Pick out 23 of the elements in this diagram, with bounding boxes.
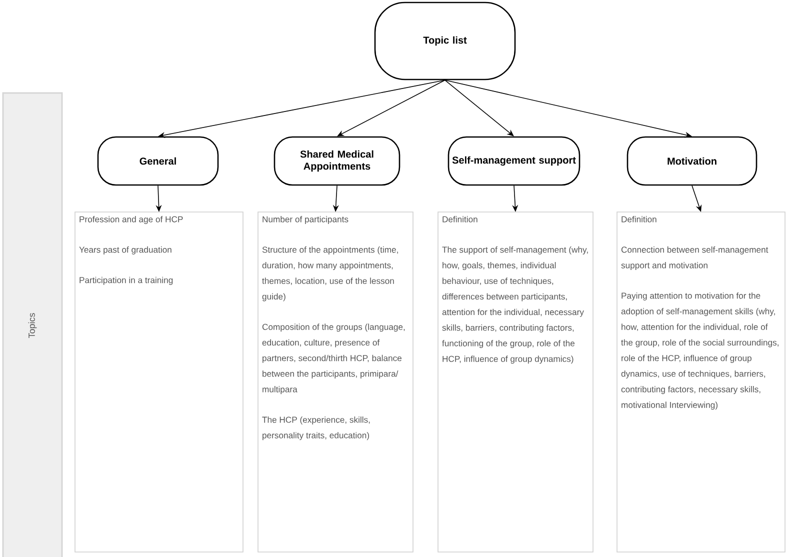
- topic-box: Motivation: [626, 136, 758, 186]
- item-text: Structure of the appointments (time, duration, how many appointments, themes, location, use of the lesson guide): [262, 246, 398, 302]
- topic-card: [438, 212, 594, 552]
- item-text: Connection between self-management support and motivation: [621, 246, 768, 270]
- topic-box: Self-management support: [448, 136, 580, 186]
- item-text: The HCP (experience, skills, personality traits, education): [262, 416, 370, 440]
- topic-card: [258, 212, 414, 552]
- topic-box: Topic list: [374, 2, 516, 80]
- arrow: [444, 80, 514, 136]
- item-text: The support of self-management (why, how, goals, themes, individual behaviour, use of techniques, differences between participants, attention for the individual, necessary skills, barriers, contributing factors, functioning of the group, role of the HCP, influence of group dynamics): [442, 246, 588, 364]
- topic-box: Shared Medical Appointments: [274, 136, 400, 186]
- item-text: Composition of the groups (language, education, culture, presence of partners, second/thirth HCP, balance between the participants, primipara/ multipara: [262, 324, 405, 394]
- item-text: Years past of graduation: [79, 246, 172, 254]
- topic-card: [616, 212, 786, 552]
- item-text: Profession and age of HCP: [80, 216, 183, 224]
- item-text: Participation in a training: [80, 276, 173, 285]
- item-text: Definition: [622, 216, 656, 222]
- topic-card: [74, 212, 244, 552]
- item-text: Number of participants: [262, 216, 348, 224]
- item-text: Definition: [442, 216, 478, 222]
- item-text: Paying attention to motivation for the adoption of self-management skills (why, how, attention for the individual, role of the group, role of the social surroundings, role of the HCP, influence of group dynamics, use of techniques, barriers, contributing factors, necessary skills, motivational Interviewing): [621, 292, 778, 410]
- side-band: Topics: [2, 92, 63, 557]
- topic-box: General: [97, 136, 219, 186]
